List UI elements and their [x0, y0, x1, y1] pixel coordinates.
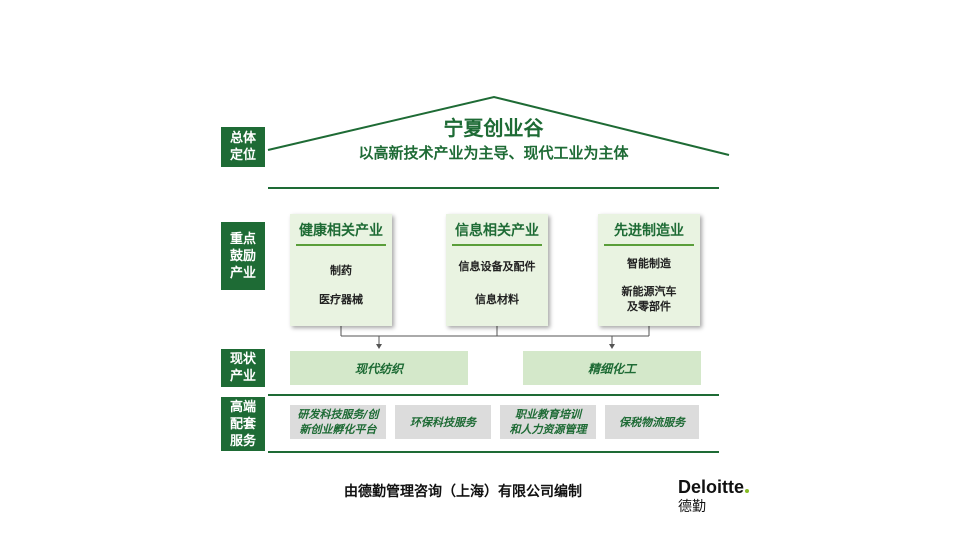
label-high-end-services: 高端 配套 服务	[221, 397, 265, 451]
pillar-title: 先进制造业	[604, 218, 694, 246]
deloitte-logo: Deloitte	[678, 476, 750, 498]
label-key-industries: 重点 鼓励 产业	[221, 222, 265, 290]
service-box: 职业教育培训 和人力资源管理	[500, 405, 596, 439]
pillar-item: 信息材料	[475, 293, 519, 306]
modern-industry-box: 现代纺织	[290, 351, 468, 385]
pillar-connectors	[340, 326, 650, 345]
logo-name-en: Deloitte	[678, 477, 745, 497]
divider-top	[268, 187, 719, 189]
arrow-to-modern-left	[376, 344, 382, 349]
roof-title: 宁夏创业谷	[443, 116, 544, 140]
logo-name-cn: 德勤	[678, 499, 706, 515]
pillar-item: 信息设备及配件	[458, 260, 536, 273]
service-box: 研发科技服务/创 新创业孵化平台	[290, 405, 386, 439]
label-modern-industries: 现状 产业	[221, 349, 265, 387]
modern-industry-box: 精细化工	[523, 351, 701, 385]
pillar-item: 新能源汽车 及零部件	[621, 285, 677, 313]
footer-credit: 由德勤管理咨询（上海）有限公司编制	[344, 484, 582, 500]
divider-bottom	[268, 451, 719, 453]
roof-subtitle: 以高新技术产业为主导、现代工业为主体	[358, 144, 629, 162]
label-overall-positioning: 总体 定位	[221, 127, 265, 167]
pillar-item: 医疗器械	[319, 293, 363, 306]
pillar-health: 健康相关产业 制药 医疗器械	[290, 214, 392, 326]
pillar-item: 制药	[330, 264, 352, 277]
logo-dot-icon	[745, 489, 750, 493]
service-box: 保税物流服务	[605, 405, 699, 439]
pillar-title: 信息相关产业	[452, 218, 542, 246]
pillar-title: 健康相关产业	[296, 218, 386, 246]
pillar-item: 智能制造	[627, 257, 671, 270]
divider-middle	[268, 394, 719, 396]
pillar-advanced-manufacturing: 先进制造业 智能制造 新能源汽车 及零部件	[598, 214, 700, 326]
service-box: 环保科技服务	[395, 405, 491, 439]
pillar-information: 信息相关产业 信息设备及配件 信息材料	[446, 214, 548, 326]
arrow-to-modern-right	[609, 344, 615, 349]
